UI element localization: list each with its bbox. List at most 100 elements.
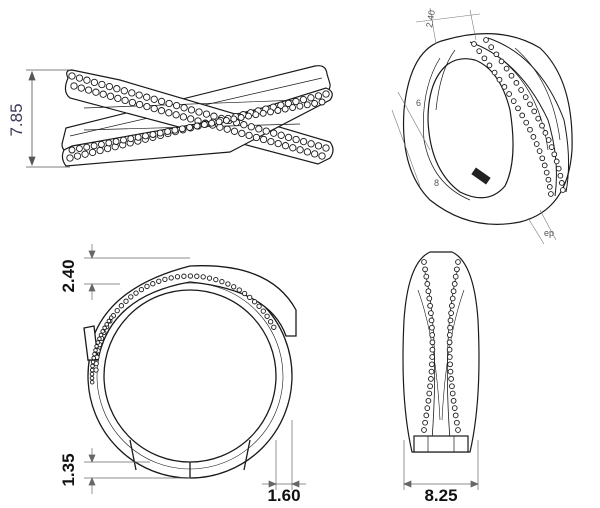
- stone: [143, 102, 151, 111]
- stone: [200, 121, 208, 129]
- stone: [429, 339, 436, 346]
- stone: [543, 169, 550, 176]
- dim-label-side-8-25: 8.25: [424, 486, 457, 505]
- stone: [506, 91, 512, 97]
- stone: [92, 88, 100, 96]
- stone: [426, 295, 433, 302]
- stone: [421, 259, 427, 265]
- stone: [455, 259, 461, 265]
- stone: [271, 324, 277, 330]
- stone: [174, 274, 181, 280]
- stone: [423, 412, 430, 419]
- stone: [134, 133, 142, 141]
- stone: [449, 383, 455, 390]
- stone: [156, 278, 162, 284]
- stone: [70, 82, 78, 90]
- stone: [274, 107, 282, 114]
- stone: [262, 127, 270, 135]
- stone: [513, 80, 520, 86]
- stone: [240, 121, 248, 129]
- stone: [213, 276, 219, 283]
- stone: [90, 363, 95, 369]
- stone: [223, 125, 231, 133]
- stone: [451, 405, 458, 411]
- stone: [99, 90, 107, 98]
- stone: [98, 80, 106, 89]
- stone: [91, 355, 96, 361]
- stone: [75, 74, 84, 82]
- stone: [483, 37, 489, 43]
- stone: [187, 115, 195, 123]
- stone: [454, 419, 460, 426]
- stone: [156, 129, 164, 137]
- stone: [303, 148, 312, 156]
- stone: [120, 87, 128, 95]
- stone: [181, 273, 187, 279]
- stone: [206, 275, 213, 281]
- stone: [545, 137, 552, 143]
- stone: [73, 152, 82, 160]
- stone: [533, 141, 540, 147]
- stone: [322, 90, 330, 98]
- stone: [150, 104, 158, 113]
- stone: [264, 313, 270, 319]
- stone: [75, 145, 83, 153]
- stone: [548, 191, 554, 197]
- stone: [200, 274, 206, 280]
- stone: [128, 89, 136, 97]
- stone: [284, 99, 293, 108]
- stone: [66, 154, 74, 162]
- stone: [89, 371, 95, 377]
- stone: [260, 308, 266, 314]
- stone: [522, 94, 529, 100]
- stone: [215, 118, 223, 126]
- stone: [165, 99, 173, 108]
- stone: [83, 143, 91, 151]
- stone: [237, 114, 245, 121]
- stone: [447, 368, 454, 375]
- stone: [193, 122, 201, 130]
- stone: [256, 303, 262, 309]
- stone: [299, 137, 308, 146]
- stone: [102, 325, 107, 331]
- stone: [106, 318, 112, 324]
- dim-label-7-85: 7.85: [7, 103, 26, 136]
- stone: [123, 298, 129, 304]
- iso-dimension-lines: [391, 7, 557, 245]
- stone: [142, 132, 149, 140]
- stone: [314, 92, 323, 100]
- stone: [171, 126, 179, 134]
- stone: [230, 115, 238, 123]
- stone: [180, 104, 188, 112]
- stone: [510, 98, 517, 104]
- stone: [231, 284, 237, 290]
- stone: [311, 99, 319, 107]
- iso-dim-2-40: 2.40: [424, 9, 437, 28]
- stone: [531, 108, 538, 115]
- stone: [421, 427, 427, 433]
- stone: [270, 129, 278, 137]
- stone: [427, 383, 433, 390]
- stone: [296, 102, 304, 110]
- stone: [97, 336, 102, 341]
- stone: [542, 130, 549, 136]
- stone: [88, 148, 97, 157]
- stone: [96, 146, 104, 155]
- stone: [172, 111, 180, 119]
- stone: [296, 146, 304, 154]
- stone: [143, 93, 151, 101]
- stone: [93, 347, 98, 353]
- stone: [426, 390, 433, 397]
- stone: [68, 72, 76, 80]
- stone: [84, 86, 93, 94]
- stone: [557, 172, 564, 179]
- stone: [194, 273, 200, 279]
- stone: [425, 288, 432, 295]
- stone: [138, 286, 145, 293]
- stone: [429, 354, 436, 360]
- stone: [535, 115, 542, 122]
- stone: [447, 361, 453, 368]
- stone: [222, 116, 230, 124]
- front-dimension-lines: [84, 244, 306, 494]
